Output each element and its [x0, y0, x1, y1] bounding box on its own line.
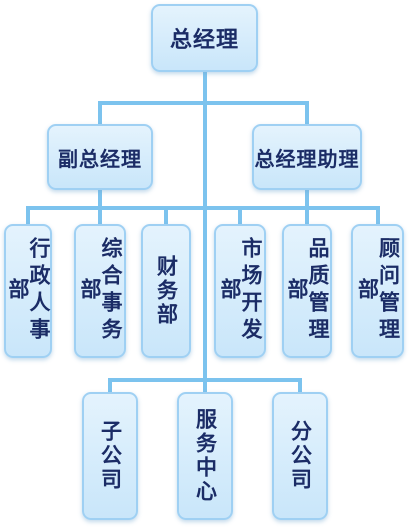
node-admin-hr-dept: 行政人事部	[4, 224, 52, 358]
node-service-center: 服务中心	[177, 392, 233, 520]
node-consultant-management-dept-label: 顾问管理部	[355, 237, 401, 345]
node-general-manager-label: 总经理	[169, 28, 239, 53]
node-service-center-label: 服务中心	[193, 408, 218, 504]
node-branch-company: 分公司	[272, 392, 328, 520]
node-subsidiary-label: 子公司	[98, 420, 123, 492]
node-admin-hr-dept-label: 行政人事部	[6, 237, 51, 345]
node-gm-assistant: 总经理助理	[252, 124, 362, 190]
node-consultant-management-dept: 顾问管理部	[351, 224, 404, 358]
node-subsidiary: 子公司	[82, 392, 138, 520]
node-vice-general-manager-label: 副总经理	[58, 146, 142, 171]
node-general-affairs-dept-label: 综合事务部	[78, 237, 123, 345]
node-general-affairs-dept: 综合事务部	[74, 224, 126, 358]
node-finance-dept: 财务部	[141, 224, 191, 358]
node-general-manager: 总经理	[151, 4, 258, 72]
node-branch-company-label: 分公司	[288, 420, 313, 492]
node-quality-management-dept: 品质管理部	[282, 224, 332, 358]
node-market-development-dept-label: 市场开发部	[218, 237, 263, 345]
node-quality-management-dept-label: 品质管理部	[285, 237, 330, 345]
node-vice-general-manager: 副总经理	[47, 124, 153, 190]
node-market-development-dept: 市场开发部	[214, 224, 266, 358]
node-finance-dept-label: 财务部	[154, 255, 179, 327]
node-gm-assistant-label: 总经理助理	[254, 146, 360, 171]
